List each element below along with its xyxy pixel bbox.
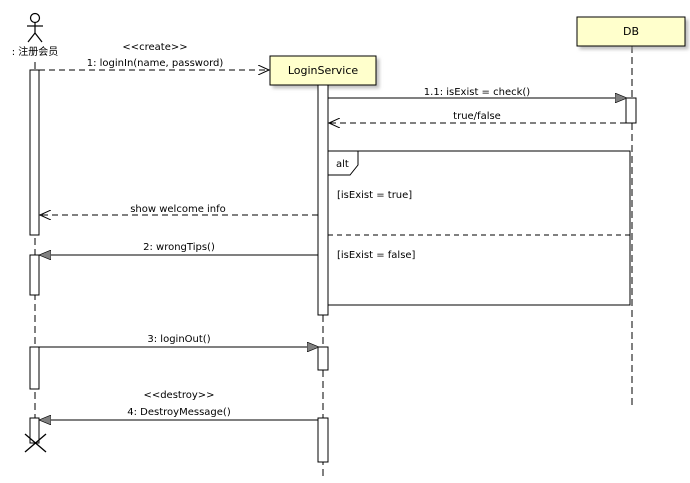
create-stereotype: <<create>> — [122, 42, 187, 53]
message-check[interactable]: 1.1: isExist = check() — [328, 87, 626, 98]
message-destroy[interactable]: <<destroy>> 4: DestroyMessage() — [40, 390, 318, 420]
message-wrong-tips[interactable]: 2: wrongTips() — [40, 242, 318, 255]
message-welcome[interactable]: show welcome info — [40, 204, 318, 215]
alt-fragment: alt [isExist = true] [isExist = false] — [327, 150, 631, 306]
message-check-return[interactable]: true/false — [329, 111, 626, 123]
message-welcome-label: show welcome info — [130, 204, 226, 215]
alt-operator: alt — [336, 159, 349, 170]
message-check-label: 1.1: isExist = check() — [424, 87, 531, 98]
actor-label: : 注册会员 — [12, 45, 59, 58]
service-activation-2 — [317, 346, 329, 371]
db-label: DB — [623, 25, 639, 38]
db-box[interactable]: DB — [576, 16, 686, 47]
actor-activation-2 — [29, 254, 40, 296]
message-login-label: 1: loginIn(name, password) — [87, 58, 224, 69]
service-activation-1 — [317, 84, 329, 316]
message-login-out[interactable]: 3: loginOut() — [39, 334, 318, 347]
guard-true: [isExist = true] — [337, 190, 412, 201]
destroy-stereotype: <<destroy>> — [143, 390, 214, 401]
message-check-return-label: true/false — [453, 111, 501, 122]
actor-activation-4 — [29, 417, 40, 444]
service-activation-3 — [317, 417, 329, 463]
destroy-icon — [24, 433, 47, 453]
db-activation — [625, 97, 637, 124]
message-login[interactable]: <<create>> 1: loginIn(name, password) — [39, 42, 269, 70]
message-destroy-label: 4: DestroyMessage() — [127, 407, 231, 418]
login-service-box[interactable]: LoginService — [269, 55, 377, 86]
message-wrong-tips-label: 2: wrongTips() — [143, 242, 215, 253]
login-service-label: LoginService — [288, 64, 359, 77]
actor-activation-1 — [29, 69, 40, 236]
message-login-out-label: 3: loginOut() — [147, 334, 210, 345]
actor-activation-3 — [29, 346, 40, 390]
actor-icon — [27, 12, 43, 43]
guard-false: [isExist = false] — [337, 250, 416, 261]
